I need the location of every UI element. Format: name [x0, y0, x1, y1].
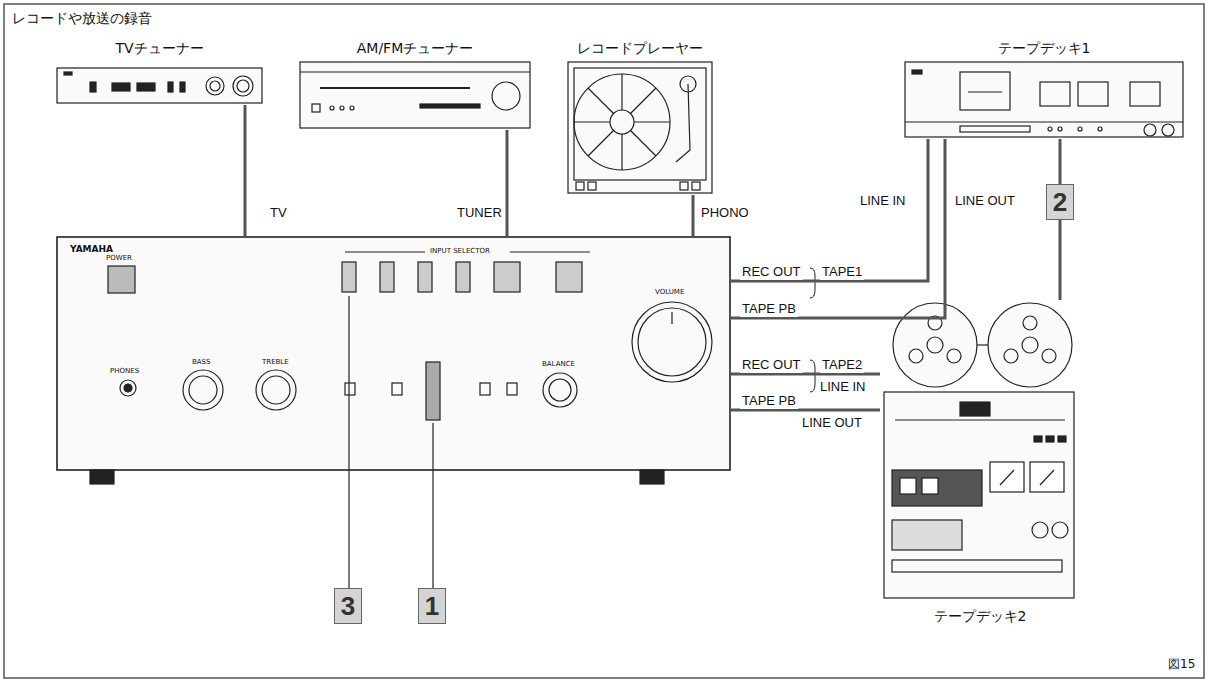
callout-number: 2 [1046, 184, 1074, 220]
connector-label: LINE IN [858, 194, 908, 209]
panel-label: TREBLE [262, 358, 289, 366]
terminal-label: TAPE2 [820, 358, 864, 373]
panel-label: BASS [192, 358, 210, 366]
amplifier: YAMAHAPOWER PHONES BASS TREBLE INPUT SELECTO… [57, 237, 730, 470]
panel-label: BALANCE [542, 360, 575, 368]
cable [506, 130, 509, 237]
device-name: テープデッキ2 [934, 608, 1027, 624]
cable [730, 373, 880, 376]
connector-label: LINE IN [818, 380, 868, 395]
reel-tape-deck: テープデッキ2 [880, 300, 1080, 628]
terminal-label: TAPE PB [740, 302, 798, 317]
panel-label: VOLUME [655, 288, 684, 296]
cable [730, 139, 928, 281]
panel-label: POWER [106, 254, 132, 262]
cable [692, 195, 695, 237]
panel-label: PHONES [110, 367, 139, 375]
tv-tuner: TVチューナー [57, 38, 262, 105]
device-name: TVチューナー [115, 40, 203, 56]
diagram-title: レコードや放送の録音 [12, 10, 152, 26]
device-name: レコードプレーヤー [577, 40, 703, 56]
tape-deck: テープデッキ1 [905, 38, 1183, 139]
connector-label: LINE OUT [800, 416, 864, 431]
panel-label: YAMAHA [70, 244, 113, 254]
panel-label: INPUT SELECTOR [430, 247, 490, 255]
connector-label: LINE OUT [953, 194, 1017, 209]
am-fm-tuner: AM/FMチューナー [300, 38, 530, 130]
terminal-label: REC OUT [740, 265, 803, 280]
callout-number: 1 [418, 588, 446, 624]
connector-label: PHONO [699, 206, 751, 221]
connector-label: TUNER [455, 206, 504, 221]
terminal-label: TAPE PB [740, 394, 798, 409]
callout-number: 3 [334, 588, 362, 624]
terminal-label: REC OUT [740, 358, 803, 373]
cable [730, 409, 880, 412]
device-name: テープデッキ1 [998, 40, 1091, 56]
cable [244, 105, 247, 237]
record-player: レコードプレーヤー [568, 38, 712, 195]
device-name: AM/FMチューナー [357, 40, 474, 56]
terminal-label: TAPE1 [820, 265, 864, 280]
connector-label: TV [268, 206, 289, 221]
cable [730, 139, 945, 318]
figure-number: 図15 [1168, 658, 1195, 672]
